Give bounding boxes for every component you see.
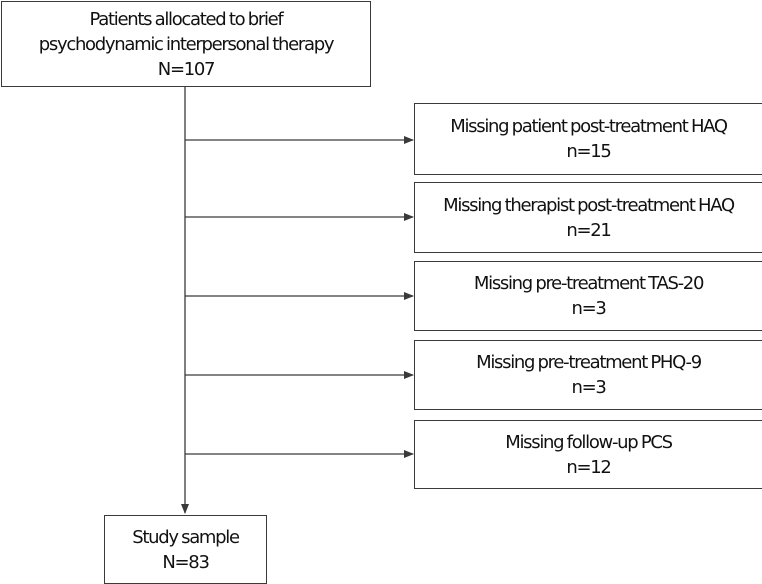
- allocation-count: N=107: [157, 58, 216, 80]
- allocation-label-line-2: psychodynamic interpersonal therapy: [38, 33, 335, 55]
- exclusion-count: n=3: [571, 298, 606, 319]
- study-sample-count: N=83: [162, 551, 210, 573]
- exclusion-count: n=15: [566, 141, 612, 162]
- study-sample-box: Study sample N=83: [104, 515, 267, 584]
- exclusion-box-tas-20: Missing pre-treatment TAS-20 n=3: [414, 261, 762, 331]
- exclusion-label: Missing therapist post-treatment HAQ: [443, 194, 735, 216]
- exclusion-box-therapist-haq: Missing therapist post-treatment HAQ n=2…: [414, 182, 762, 253]
- exclusion-label: Missing pre-treatment PHQ-9: [476, 352, 702, 373]
- exclusion-label: Missing pre-treatment TAS-20: [473, 273, 705, 294]
- exclusion-label: Missing patient post-treatment HAQ: [450, 116, 728, 137]
- allocation-box: Patients allocated to brief psychodynami…: [1, 1, 371, 87]
- exclusion-box-phq-9: Missing pre-treatment PHQ-9 n=3: [414, 340, 762, 410]
- allocation-label-line-1: Patients allocated to brief: [89, 8, 284, 30]
- exclusion-label: Missing follow-up PCS: [505, 431, 673, 453]
- exclusion-count: n=3: [571, 377, 606, 398]
- exclusion-count: n=21: [566, 219, 612, 241]
- exclusion-count: n=12: [566, 456, 612, 478]
- exclusion-box-follow-up-pcs: Missing follow-up PCS n=12: [414, 420, 762, 489]
- exclusion-box-patient-haq: Missing patient post-treatment HAQ n=15: [414, 103, 762, 175]
- study-sample-label: Study sample: [132, 526, 240, 548]
